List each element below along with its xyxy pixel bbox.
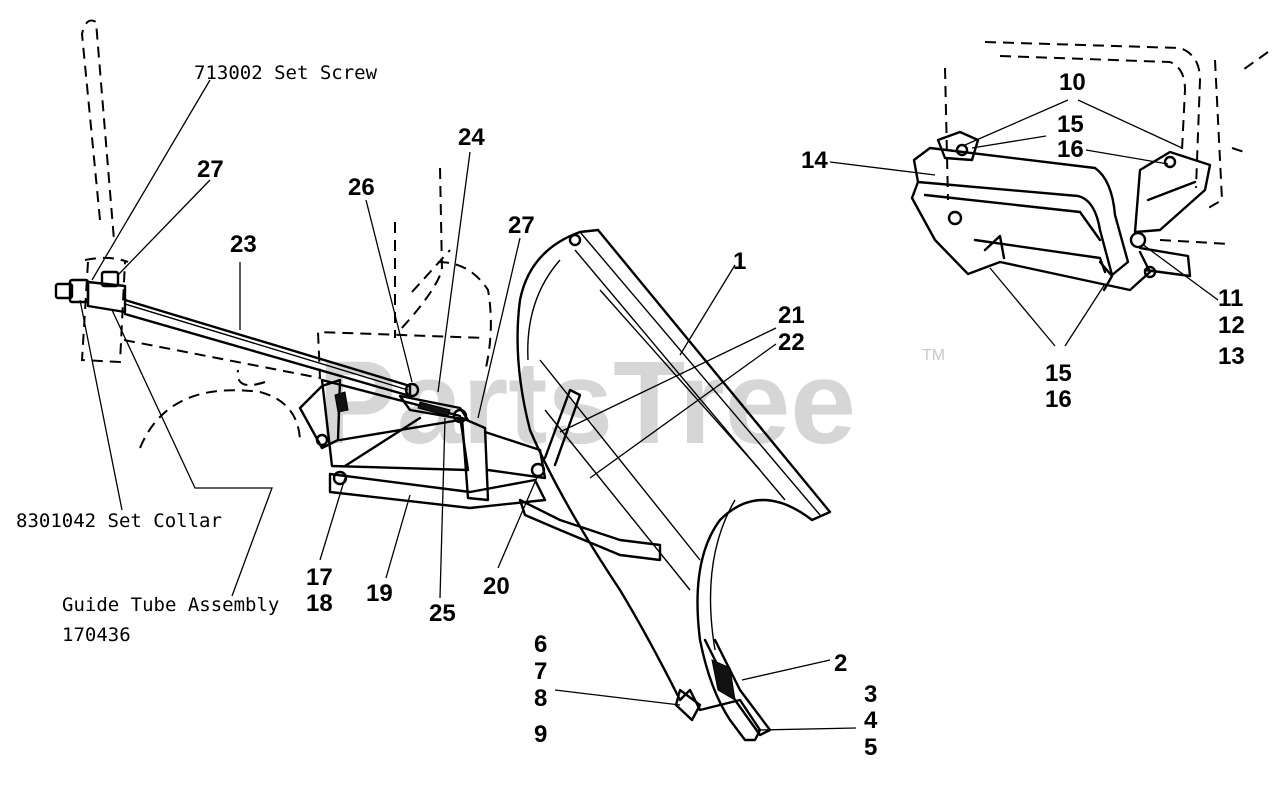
leader-lines xyxy=(79,79,1219,731)
part-label-25: 25 xyxy=(429,600,456,627)
part-label-13: 13 xyxy=(1218,343,1245,370)
moldboard-blade xyxy=(516,228,832,742)
part-label-27-right: 27 xyxy=(508,212,535,239)
part-label-2: 2 xyxy=(834,650,847,677)
part-label-20: 20 xyxy=(483,573,510,600)
part-label-19: 19 xyxy=(366,580,393,607)
part-label-14: 14 xyxy=(801,147,828,174)
part-label-17: 17 xyxy=(306,564,333,591)
part-label-26: 26 xyxy=(348,174,375,201)
part-label-18: 18 xyxy=(306,590,333,617)
part-label-15-top: 15 xyxy=(1057,111,1084,138)
callout-guide-tube-line1: Guide Tube Assembly xyxy=(62,594,279,616)
hitch-bracket-inset xyxy=(910,41,1269,292)
part-label-6: 6 xyxy=(534,631,547,658)
part-label-10: 10 xyxy=(1059,69,1086,96)
part-label-23: 23 xyxy=(230,231,257,258)
part-label-9: 9 xyxy=(534,721,547,748)
part-label-21: 21 xyxy=(778,302,805,329)
part-label-4: 4 xyxy=(864,707,878,734)
watermark-text: PartsTree xyxy=(318,337,856,469)
part-label-27-left: 27 xyxy=(197,156,224,183)
part-label-15-bottom: 15 xyxy=(1045,360,1072,387)
part-callouts: 713002 Set Screw 8301042 Set Collar Guid… xyxy=(16,62,378,646)
part-label-8: 8 xyxy=(534,685,547,712)
part-label-24: 24 xyxy=(458,124,485,151)
callout-set-collar: 8301042 Set Collar xyxy=(16,510,222,532)
callout-set-screw: 713002 Set Screw xyxy=(194,62,378,84)
part-label-1: 1 xyxy=(733,248,746,275)
part-label-16-top: 16 xyxy=(1057,136,1084,163)
callout-guide-tube-line2: 170436 xyxy=(62,624,131,646)
part-label-16-bottom: 16 xyxy=(1045,386,1072,413)
part-label-7: 7 xyxy=(534,658,547,685)
part-label-22: 22 xyxy=(778,329,805,356)
watermark-trademark: TM xyxy=(922,347,945,364)
part-label-5: 5 xyxy=(864,734,877,761)
guide-tube-assembly xyxy=(54,270,412,398)
part-number-labels: 1 2 3 4 5 6 7 8 9 10 11 12 13 14 15 16 1… xyxy=(197,69,1245,761)
part-label-11: 11 xyxy=(1218,285,1243,312)
part-label-3: 3 xyxy=(864,681,877,708)
set-screw-icon xyxy=(100,270,120,288)
part-label-12: 12 xyxy=(1218,312,1245,339)
